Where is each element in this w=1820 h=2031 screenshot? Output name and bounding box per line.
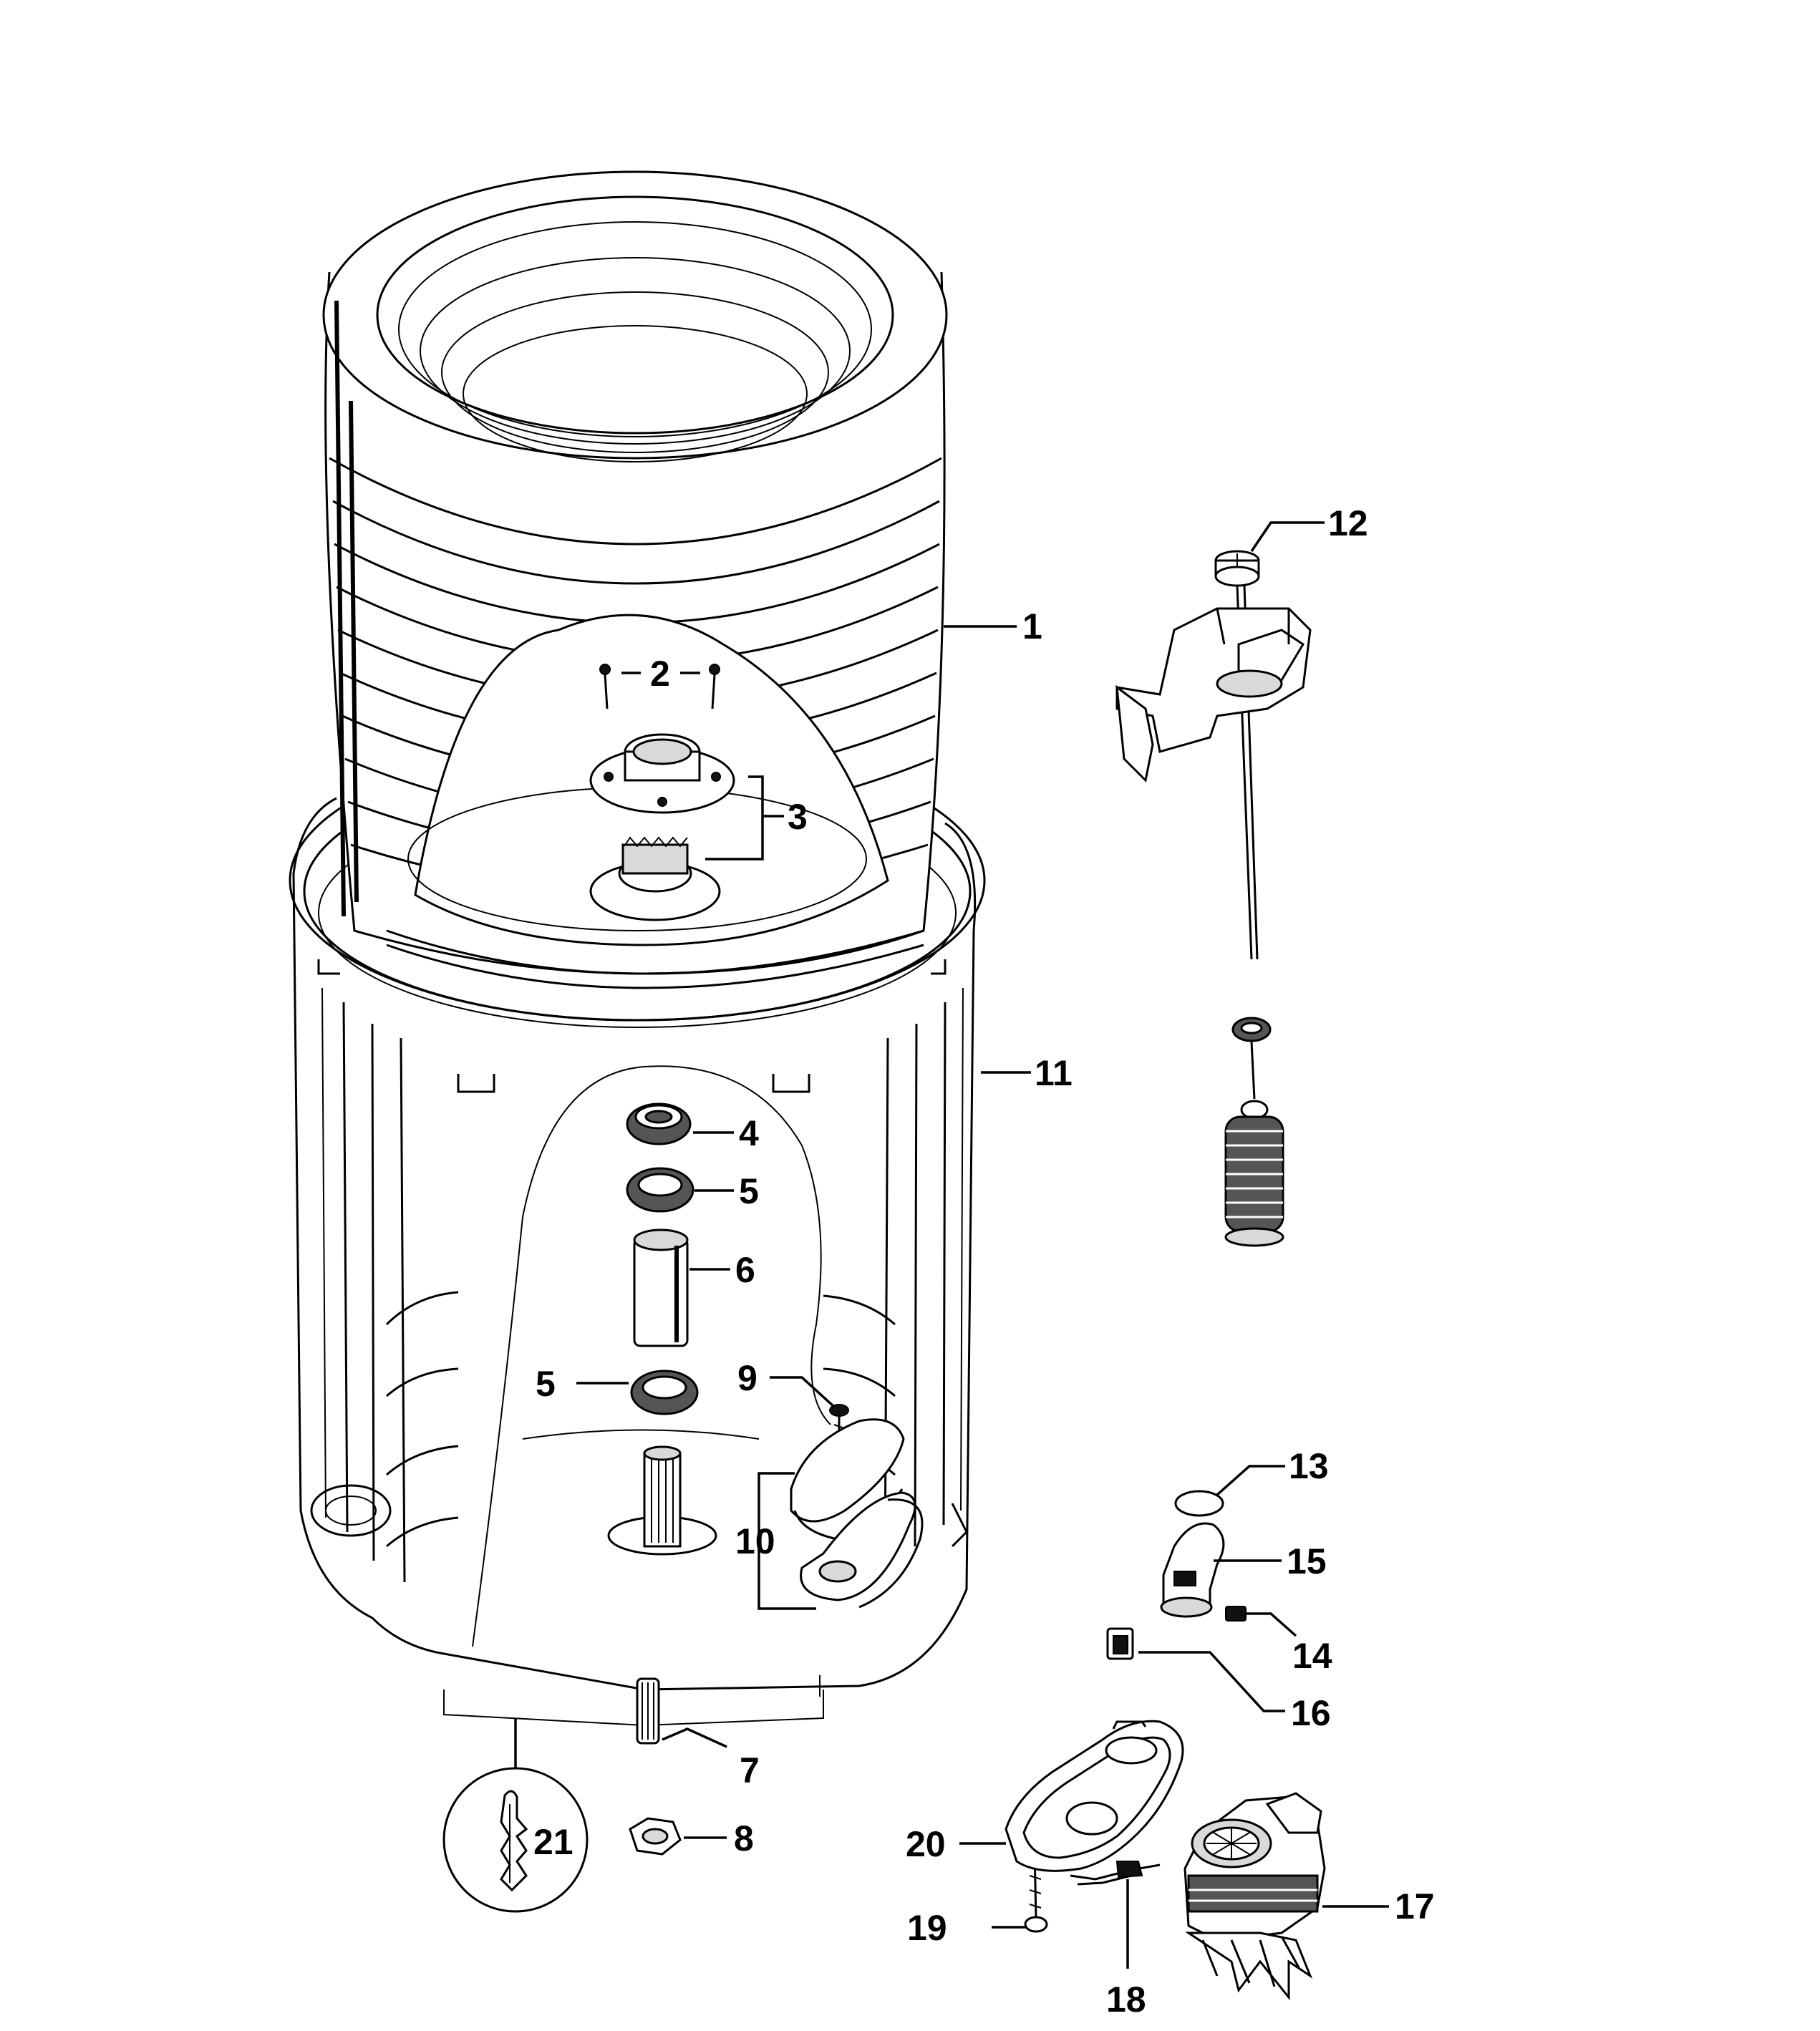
label-20: 20: [906, 1824, 946, 1864]
label-10: 10: [735, 1521, 775, 1561]
label-15: 15: [1287, 1541, 1327, 1581]
part-number-labels: 1 2 3 4 5 6 11 11 5 9 10 7 8 21 12 13 15…: [533, 503, 1435, 2020]
bearing-tube: [633, 1228, 689, 1347]
spin-tube-end: [636, 1677, 660, 1745]
label-17: 17: [1395, 1886, 1435, 1926]
retainer: [1106, 1627, 1134, 1660]
label-14: 14: [1292, 1636, 1332, 1676]
label-13: 13: [1289, 1446, 1329, 1486]
label-8: 8: [734, 1818, 754, 1858]
mounting-screw: [1024, 1850, 1048, 1933]
label-11-text: 11: [1035, 1053, 1073, 1093]
label-21: 21: [533, 1822, 573, 1862]
label-2: 2: [650, 654, 670, 694]
bearing-upper: [626, 1167, 694, 1213]
label-19: 19: [907, 1908, 947, 1948]
label-7: 7: [740, 1750, 760, 1790]
label-18: 18: [1106, 1979, 1146, 2020]
suspension-rod: [1115, 550, 1312, 1247]
label-5b: 5: [536, 1364, 556, 1404]
label-12: 12: [1328, 503, 1368, 543]
pump-cover-gasket: [1005, 1720, 1184, 1872]
label-6: 6: [735, 1250, 755, 1290]
label-9: 9: [737, 1358, 757, 1398]
drive-shaft: [607, 1445, 717, 1556]
label-3: 3: [788, 797, 808, 837]
wire-clip: [1070, 1861, 1161, 1886]
label-1: 1: [1022, 606, 1042, 646]
label-4: 4: [739, 1113, 759, 1153]
o-ring: [1174, 1490, 1224, 1517]
label-16: 16: [1291, 1693, 1331, 1733]
basket-screws: [599, 664, 720, 709]
bearing-lower: [630, 1370, 699, 1415]
drain-pump-motor: [1184, 1792, 1326, 2001]
brake-plate-assembly: [790, 1418, 924, 1609]
hex-nut: [629, 1817, 682, 1856]
seal: [626, 1102, 692, 1145]
pump-fitting: [1160, 1522, 1225, 1618]
small-clip: [1225, 1606, 1247, 1622]
hub-and-spline-assembly: [589, 733, 735, 921]
leader-lines: [514, 521, 1389, 1969]
label-5a: 5: [739, 1171, 759, 1211]
